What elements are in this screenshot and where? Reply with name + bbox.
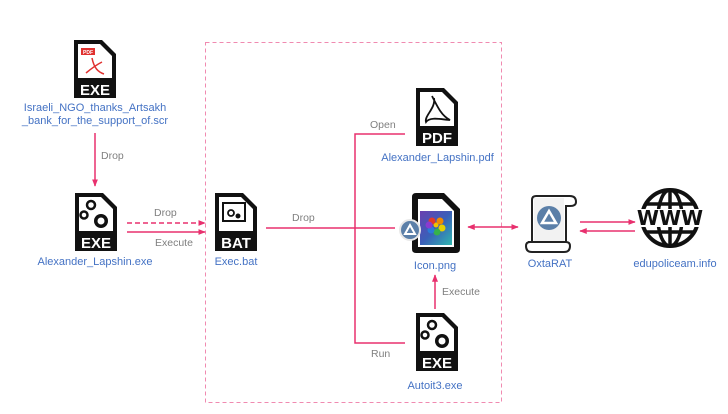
node-label-pdf: Alexander_Lapshin.pdf (381, 152, 494, 164)
node-label-bat: Exec.bat (214, 256, 258, 268)
svg-text:EXE: EXE (80, 82, 110, 99)
exe-gears-icon: EXE (416, 313, 458, 372)
svg-text:PDF: PDF (422, 130, 452, 147)
edge-label-exe-drop: Drop (154, 207, 177, 219)
pdf-file-icon: PDF (416, 88, 458, 147)
svg-text:EXE: EXE (81, 235, 111, 252)
svg-text:PDF: PDF (83, 50, 93, 56)
edge-label-scr-drop: Drop (101, 150, 124, 162)
edge-open-pdf (354, 133, 405, 344)
autoit-badge-icon (399, 219, 421, 241)
svg-text:BAT: BAT (221, 235, 251, 252)
edge-label-run: Run (371, 348, 391, 360)
exe-with-pdf-icon: PDF EXE (74, 40, 116, 99)
node-label-scr-line1: Israeli_NGO_thanks_Artsakh (23, 102, 167, 114)
svg-text:EXE: EXE (422, 355, 452, 372)
svg-text:WWW: WWW (637, 206, 703, 230)
edge-label-open: Open (370, 119, 396, 131)
bat-file-icon: BAT (215, 193, 257, 252)
execution-container (205, 42, 502, 403)
node-label-png: Icon.png (413, 260, 457, 272)
edge-label-bat-drop: Drop (292, 212, 315, 224)
edge-label-autoit-execute: Execute (442, 286, 480, 298)
script-scroll-icon (524, 195, 578, 253)
node-label-scr: Israeli_NGO_thanks_Artsakh _bank_for_the… (10, 102, 180, 128)
node-label-exe: Alexander_Lapshin.exe (37, 256, 153, 268)
exe-gears-icon: EXE (75, 193, 117, 252)
node-label-scr-line2: _bank_for_the_support_of.scr (21, 115, 169, 127)
edge-label-exe-execute: Execute (155, 237, 193, 249)
node-label-rat: OxtaRAT (527, 258, 573, 270)
node-label-c2: edupoliceam.info (633, 258, 717, 270)
www-globe-icon: WWW (636, 188, 704, 248)
png-image-file-icon (412, 193, 460, 253)
node-label-autoit: Autoit3.exe (407, 380, 463, 392)
